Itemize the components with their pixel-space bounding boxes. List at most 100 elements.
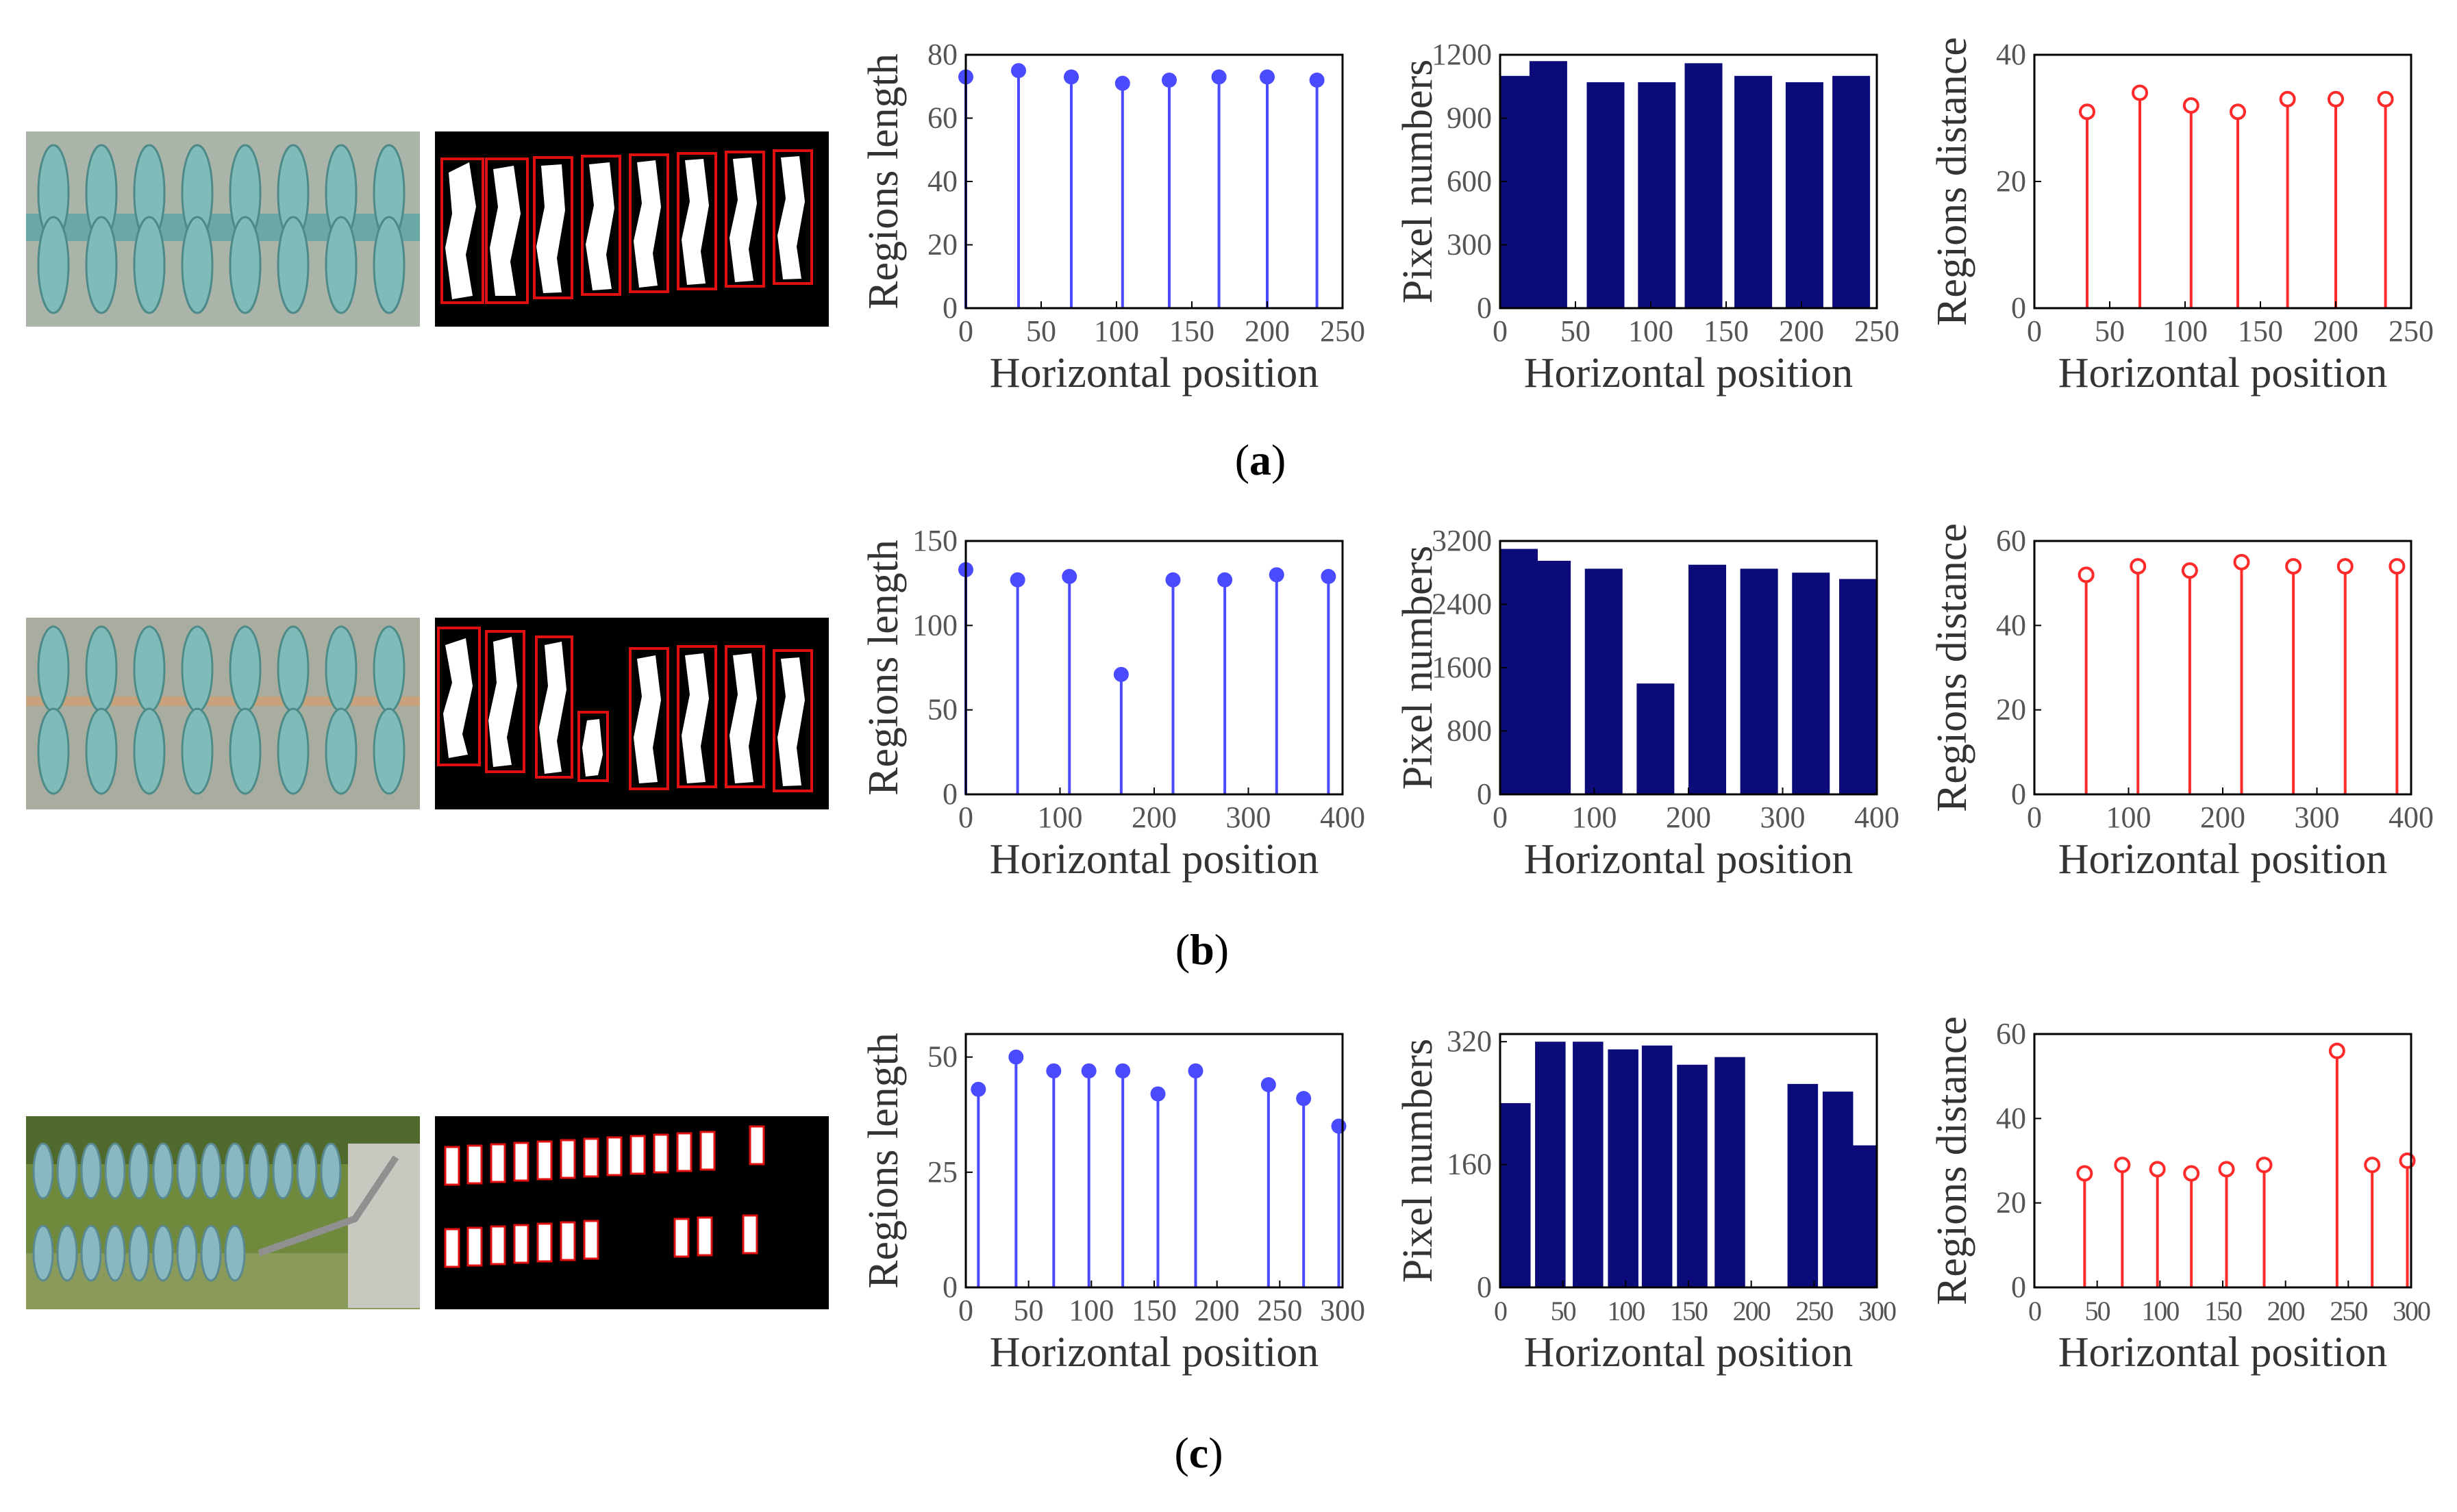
stem-marker: [1162, 73, 1177, 88]
x-tick-label: 250: [1854, 314, 1899, 348]
stem-marker: [2149, 1161, 2166, 1178]
x-tick-label: 0: [2028, 1296, 2041, 1326]
y-axis-label: Regions distance: [1929, 37, 1975, 326]
y-tick-label: 0: [1477, 777, 1492, 811]
y-tick-label: 50: [927, 1040, 958, 1074]
caption-a-letter: a: [1249, 436, 1271, 484]
bar: [1529, 61, 1567, 308]
stem-marker: [1165, 572, 1181, 588]
stem-marker: [1260, 69, 1275, 85]
bar: [1787, 1083, 1819, 1287]
caption-b-letter: b: [1190, 925, 1214, 974]
stem-marker: [2183, 1165, 2200, 1182]
y-axis-label: Regions length: [860, 540, 907, 796]
x-axis-label: Horizontal position: [2058, 350, 2387, 396]
y-tick-label: 0: [2011, 777, 2026, 811]
x-tick-label: 250: [1795, 1296, 1833, 1326]
bar: [1573, 1042, 1604, 1287]
x-tick-label: 400: [1854, 801, 1899, 834]
stem-marker: [1211, 69, 1227, 85]
x-axis-label: Horizontal position: [2058, 836, 2387, 883]
stem-marker: [1008, 1049, 1024, 1065]
y-tick-label: 160: [1447, 1148, 1492, 1181]
x-tick-label: 0: [958, 314, 973, 348]
y-tick-label: 600: [1447, 164, 1492, 198]
x-tick-label: 50: [1014, 1294, 1044, 1327]
bar: [1535, 1042, 1566, 1287]
stem-marker: [2389, 558, 2406, 575]
bar: [1785, 82, 1823, 308]
x-tick-label: 300: [1226, 801, 1271, 834]
stem-marker: [2181, 562, 2198, 579]
x-tick-label: 250: [2389, 314, 2434, 348]
x-axis-label: Horizontal position: [1524, 350, 1853, 396]
stem-marker: [2328, 90, 2344, 108]
insulator-photo-c: [26, 1116, 420, 1309]
y-tick-label: 20: [1996, 693, 2026, 727]
y-tick-label: 0: [943, 1270, 958, 1304]
stem-marker: [2285, 558, 2302, 575]
y-axis-label: Pixel numbers: [1395, 1039, 1441, 1283]
stem-marker: [2114, 1157, 2131, 1174]
x-tick-label: 100: [1038, 801, 1083, 834]
caption-c-letter: c: [1188, 1428, 1209, 1477]
y-tick-label: 25: [927, 1155, 958, 1189]
segmentation-mask-c: [435, 1116, 829, 1309]
y-axis-label: Regions length: [860, 53, 907, 310]
insulator-photo-a: [26, 131, 420, 327]
segmentation-mask-b: [435, 618, 829, 809]
bar: [1608, 1049, 1638, 1287]
x-tick-label: 150: [1704, 314, 1749, 348]
stem-marker: [2182, 97, 2199, 114]
x-tick-label: 150: [1670, 1296, 1708, 1326]
x-tick-label: 200: [1245, 314, 1290, 348]
x-tick-label: 200: [1195, 1294, 1240, 1327]
stem-marker: [2256, 1157, 2273, 1174]
x-tick-label: 300: [1760, 801, 1806, 834]
x-tick-label: 50: [1560, 314, 1591, 348]
y-tick-label: 0: [1477, 291, 1492, 325]
x-tick-label: 100: [1572, 801, 1617, 834]
y-tick-label: 80: [927, 38, 958, 71]
stem-marker: [1269, 567, 1284, 583]
bar: [1684, 63, 1723, 309]
x-axis-label: Horizontal position: [1524, 1329, 1853, 1376]
y-axis-label: Pixel numbers: [1395, 60, 1441, 303]
x-tick-label: 150: [2204, 1296, 2242, 1326]
stem-marker: [2233, 553, 2250, 570]
y-tick-label: 20: [927, 228, 958, 262]
caption-b: (b): [1175, 925, 1230, 974]
x-tick-label: 200: [1779, 314, 1824, 348]
x-tick-label: 300: [1320, 1294, 1365, 1327]
axes-frame: [964, 1033, 1344, 1289]
caption-c: (c): [1174, 1428, 1223, 1477]
insulator-photo-b: [26, 618, 420, 809]
y-tick-label: 320: [1447, 1024, 1492, 1058]
x-tick-label: 250: [1257, 1294, 1302, 1327]
stem-marker: [971, 1081, 986, 1097]
y-axis-label: Regions length: [860, 1033, 907, 1289]
x-tick-label: 0: [1494, 1296, 1507, 1326]
stem-marker: [1115, 1063, 1131, 1079]
y-tick-label: 60: [1996, 524, 2026, 557]
x-tick-label: 200: [2200, 801, 2245, 834]
bar: [1638, 82, 1676, 308]
bar: [1832, 75, 1871, 309]
y-tick-label: 150: [912, 524, 958, 557]
y-tick-label: 40: [1996, 1101, 2026, 1135]
stem-marker: [2130, 558, 2147, 575]
stem-marker: [1321, 568, 1336, 584]
x-tick-label: 100: [1069, 1294, 1114, 1327]
bar: [1500, 1102, 1531, 1287]
x-tick-label: 0: [2027, 801, 2042, 834]
stem-marker: [2336, 558, 2354, 575]
x-tick-label: 50: [1026, 314, 1056, 348]
y-tick-label: 800: [1447, 714, 1492, 748]
x-axis-label: Horizontal position: [990, 1329, 1319, 1376]
x-axis-label: Horizontal position: [2058, 1329, 2387, 1376]
y-tick-label: 0: [943, 777, 958, 811]
